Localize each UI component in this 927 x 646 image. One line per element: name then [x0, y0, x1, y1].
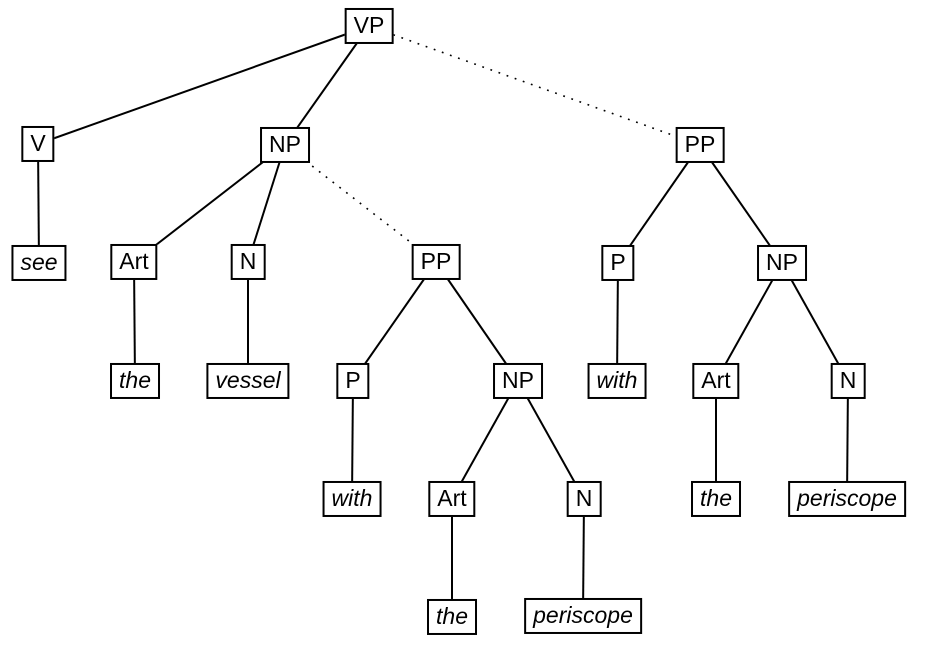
tree-node-the-obj: the: [110, 362, 160, 400]
tree-node-np-obj: NP: [260, 126, 310, 164]
tree-node-art-high: Art: [692, 362, 740, 400]
tree-node-vessel: vessel: [206, 362, 290, 400]
tree-node-the-low: the: [427, 598, 477, 636]
edge-np-high-art-high: [715, 262, 783, 382]
edge-pp-high-np-high: [699, 144, 783, 264]
edge-v-see: [37, 143, 40, 264]
tree-node-p-low: P: [336, 362, 370, 400]
edge-p-high-with-high: [616, 262, 619, 382]
edge-pp-low-p-low: [352, 261, 437, 382]
edge-np-low-art-low: [451, 380, 519, 500]
tree-node-np-high: NP: [757, 244, 807, 282]
tree-node-with-low: with: [322, 480, 382, 518]
tree-node-pp-high: PP: [675, 126, 725, 164]
edge-vp-pp-high-dotted: [368, 25, 701, 146]
tree-node-periscope-low: periscope: [524, 597, 642, 635]
edge-np-obj-pp-low-dotted: [284, 144, 437, 263]
edge-vp-np-obj: [284, 25, 370, 146]
edge-n-low-periscope-low: [582, 498, 585, 617]
edge-np-obj-art-obj: [133, 144, 286, 263]
tree-node-see: see: [11, 244, 67, 282]
tree-node-with-high: with: [587, 362, 647, 400]
edge-pp-low-np-low: [435, 261, 519, 382]
edge-np-high-n-high: [781, 262, 849, 382]
tree-node-pp-low: PP: [411, 243, 461, 281]
edge-vp-v: [37, 25, 370, 145]
tree-node-art-obj: Art: [110, 243, 158, 281]
tree-node-n-high: N: [830, 362, 866, 400]
edge-np-low-n-low: [517, 380, 585, 500]
tree-node-np-low: NP: [493, 362, 543, 400]
edge-art-obj-the-obj: [133, 261, 136, 382]
tree-node-vp: VP: [344, 7, 394, 45]
tree-node-periscope-high: periscope: [788, 480, 906, 518]
tree-node-v: V: [21, 125, 55, 163]
edge-p-low-with-low: [351, 380, 354, 500]
tree-node-n-obj: N: [230, 243, 266, 281]
tree-node-the-high: the: [691, 480, 741, 518]
edge-n-high-periscope-high: [846, 380, 849, 500]
edge-pp-high-p-high: [617, 144, 701, 264]
tree-node-n-low: N: [566, 480, 602, 518]
tree-node-p-high: P: [601, 244, 635, 282]
tree-node-art-low: Art: [428, 480, 476, 518]
edge-np-obj-n-obj: [247, 144, 286, 263]
